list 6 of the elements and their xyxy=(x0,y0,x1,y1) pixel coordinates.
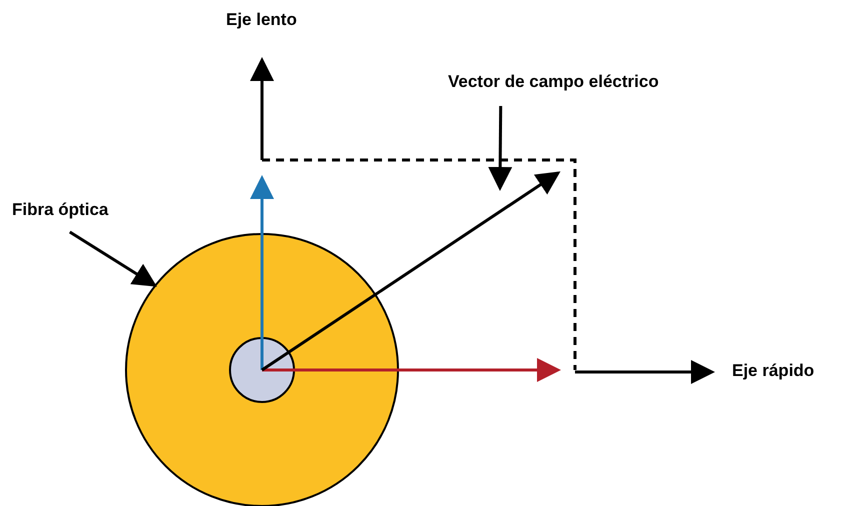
leader-line xyxy=(69,230,157,287)
axis-label: Eje lento xyxy=(226,10,297,30)
callout-label: Fibra óptica xyxy=(12,200,108,220)
leader-line xyxy=(488,106,512,191)
callout-label: Vector de campo eléctrico xyxy=(448,72,659,92)
axis-label: Eje rápido xyxy=(732,361,814,381)
